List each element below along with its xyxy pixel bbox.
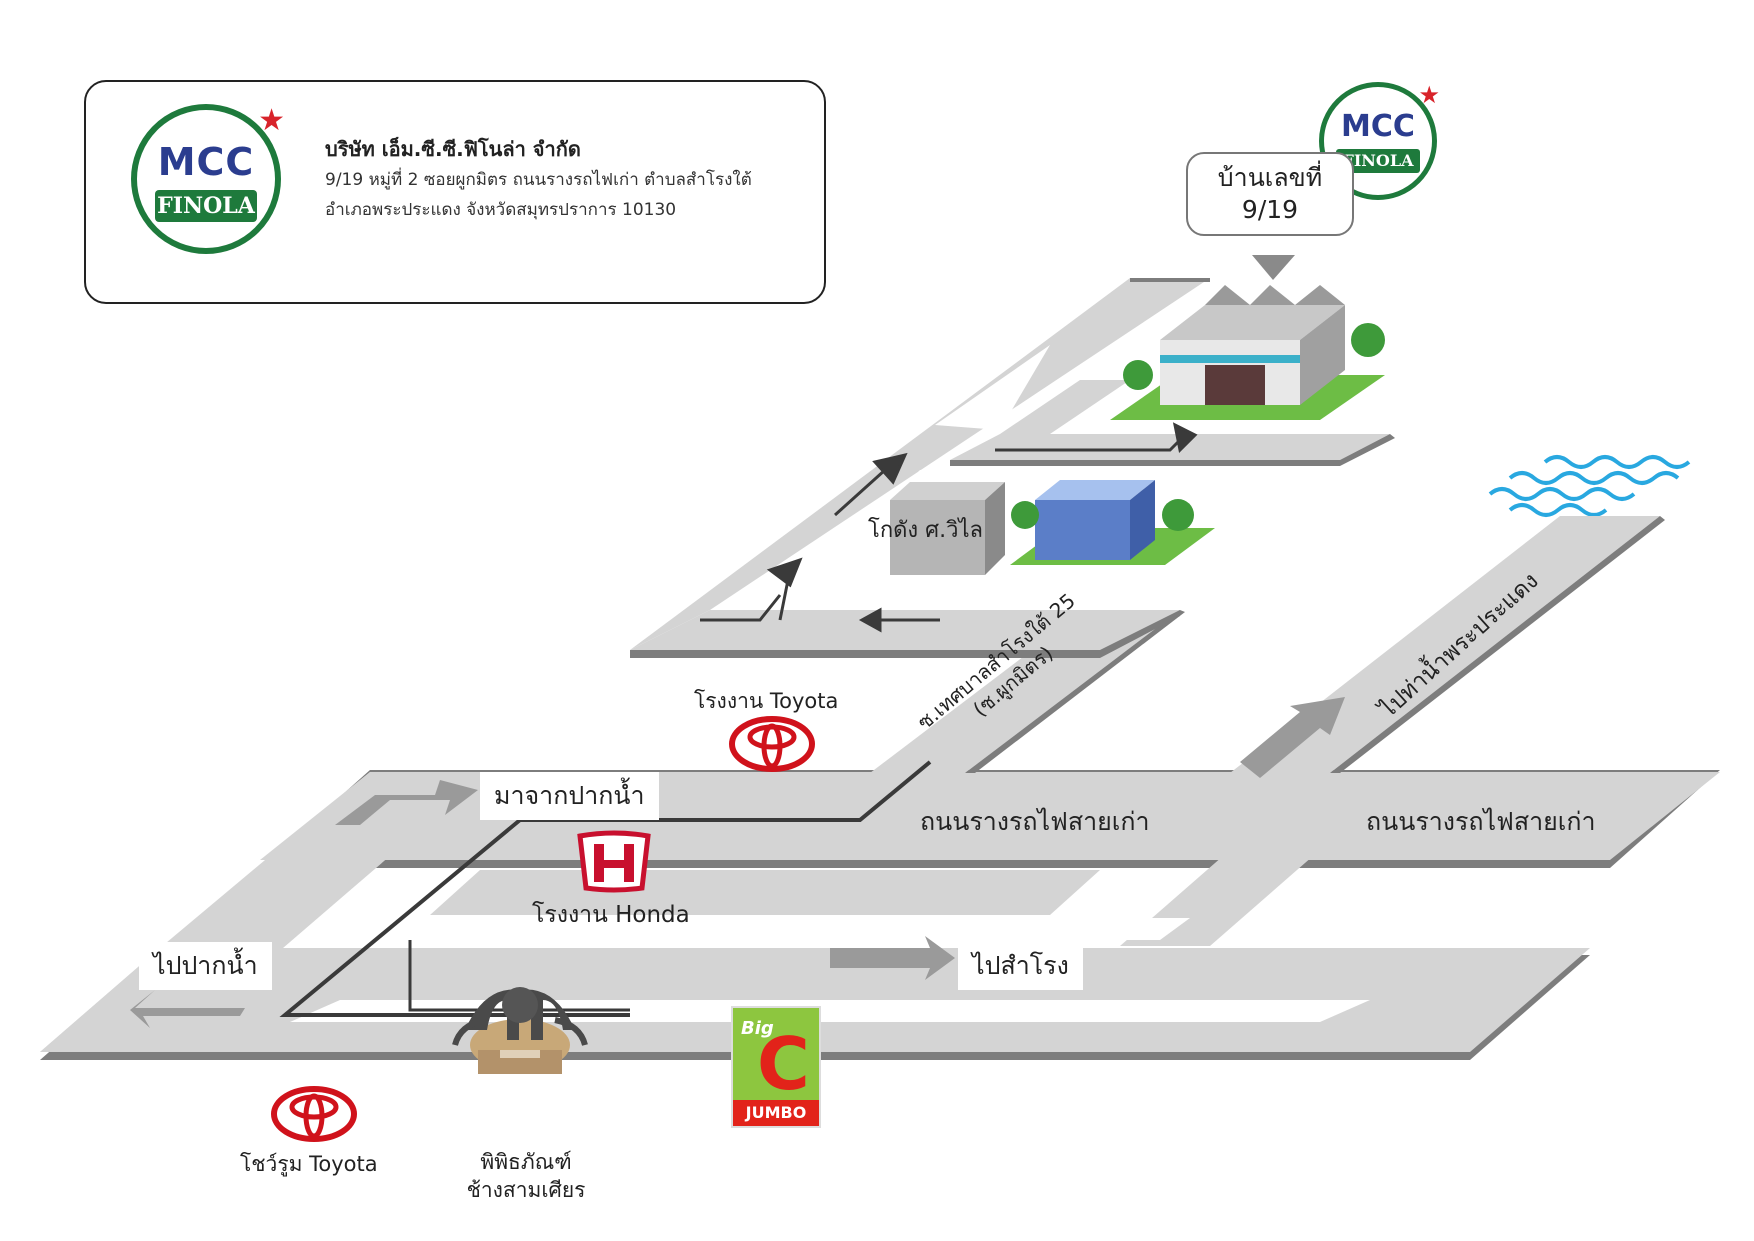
star-icon: ★ bbox=[1418, 81, 1440, 109]
route-direction-arrows bbox=[700, 422, 1198, 633]
toyota-showroom-logo-icon bbox=[271, 1086, 357, 1142]
destination-line1: บ้านเลขที่ bbox=[1217, 163, 1323, 192]
museum-label: พิพิธภัณฑ์ ช้างสามเศียร bbox=[466, 1148, 586, 1204]
destination-logo: MCC FINOLA ★ bbox=[1319, 81, 1440, 200]
company-address-line1: 9/19 หมู่ที่ 2 ซอยผูกมิตร ถนนรางรถไฟเก่า… bbox=[325, 170, 752, 190]
old-rail-road-label-1: ถนนรางรถไฟสายเก่า bbox=[920, 807, 1150, 836]
destination-line2: 9/19 bbox=[1241, 195, 1299, 224]
river-waves-icon bbox=[1488, 455, 1691, 517]
bigc-big-text: Big bbox=[741, 1018, 774, 1039]
blue-building bbox=[1010, 480, 1215, 565]
pointer-icon bbox=[1252, 255, 1295, 280]
company-logo: MCC FINOLA ★ bbox=[131, 104, 285, 254]
arrow-icons bbox=[130, 697, 1345, 1028]
honda-logo-icon bbox=[577, 830, 651, 893]
logo-mcc-text: MCC bbox=[157, 140, 255, 184]
company-name: บริษัท เอ็ม.ซี.ซี.ฟิโนล่า จำกัด bbox=[325, 137, 581, 161]
bigc-c-letter: C bbox=[757, 1022, 810, 1106]
to-samrong-label: ไปสำโรง bbox=[958, 942, 1083, 990]
to-paknam-label: ไปปากน้ำ bbox=[139, 942, 272, 990]
bigc-jumbo-logo: Big C JUMBO bbox=[731, 1006, 821, 1128]
company-address-line2: อำเภอพระประแดง จังหวัดสมุทรปราการ 10130 bbox=[325, 200, 677, 220]
elephant-statue-icon bbox=[452, 987, 588, 1074]
toyota-showroom-label: โชว์รูม Toyota bbox=[240, 1152, 378, 1176]
from-paknam-label: มาจากปากน้ำ bbox=[480, 772, 659, 820]
factory-building bbox=[1110, 255, 1385, 420]
old-rail-road-label-2: ถนนรางรถไฟสายเก่า bbox=[1366, 807, 1596, 836]
road-network bbox=[40, 278, 1720, 1060]
destination-callout: บ้านเลขที่ 9/19 bbox=[1186, 152, 1354, 236]
route-line bbox=[279, 760, 932, 1017]
museum-label-line1: พิพิธภัณฑ์ bbox=[480, 1150, 572, 1174]
warehouse-building bbox=[890, 482, 1005, 575]
route-line-inner bbox=[408, 940, 630, 1012]
warehouse-label: โกดัง ศ.วิไล bbox=[868, 518, 984, 543]
toyota-factory-label: โรงงาน Toyota bbox=[694, 689, 839, 713]
bigc-jumbo-text: JUMBO bbox=[733, 1100, 819, 1126]
museum-label-line2: ช้างสามเศียร bbox=[466, 1178, 586, 1202]
toyota-logo-icon bbox=[729, 716, 815, 772]
logo-finola-text: FINOLA bbox=[155, 190, 257, 222]
honda-factory-label: โรงงาน Honda bbox=[532, 902, 690, 928]
star-icon: ★ bbox=[258, 103, 285, 138]
logo-mcc-text: MCC bbox=[1341, 109, 1415, 144]
